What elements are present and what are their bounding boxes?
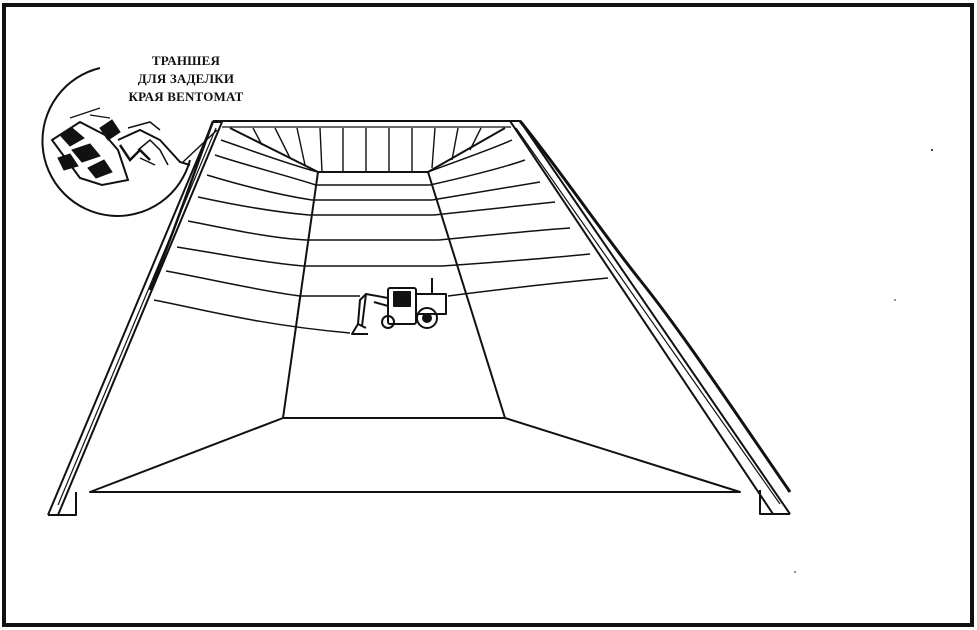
trench-detail-callout xyxy=(41,67,218,217)
stray-marks xyxy=(794,149,933,573)
right-slope-panels xyxy=(427,139,609,297)
outer-frame xyxy=(2,3,974,627)
far-slope-panels xyxy=(252,127,482,173)
callout-line-1: ТРАНШЕЯ xyxy=(151,53,221,68)
floor-seams xyxy=(294,184,442,334)
berm-walls xyxy=(47,120,792,516)
pit-outline xyxy=(89,127,741,493)
callout-line-3: КРАЯ BENTOMAT xyxy=(128,89,244,104)
tractor-loader-icon xyxy=(351,278,447,335)
left-slope-panels xyxy=(153,139,351,334)
callout-circle xyxy=(41,67,191,217)
trench-detail-icon xyxy=(50,107,191,187)
trench-callout-label: ТРАНШЕЯ ДЛЯ ЗАДЕЛКИ КРАЯ BENTOMAT xyxy=(96,52,276,106)
callout-line-2: ДЛЯ ЗАДЕЛКИ xyxy=(137,71,235,86)
